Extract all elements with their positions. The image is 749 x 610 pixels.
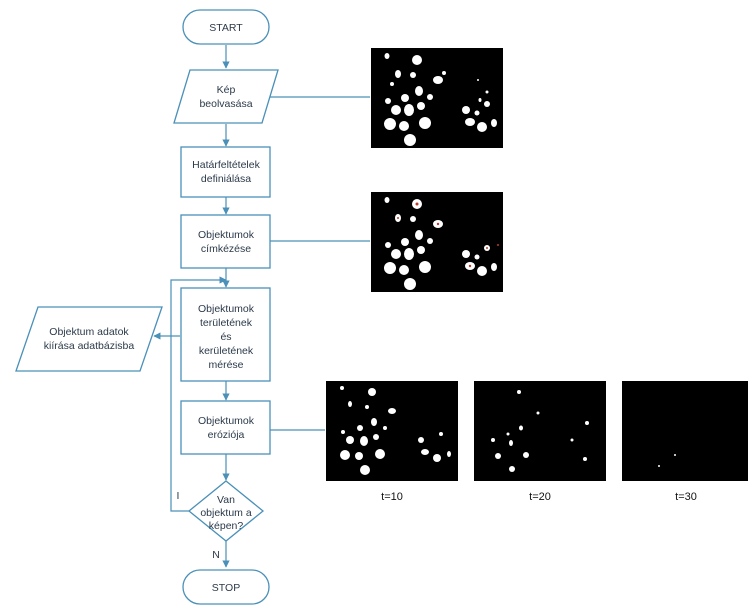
- decision-label-3: képen?: [209, 520, 244, 532]
- measure-label-1: Objektumok: [198, 303, 255, 315]
- measure-label-2: területének: [200, 317, 253, 329]
- read-image-label-1: Kép: [217, 84, 236, 96]
- decision-label-2: objektum a: [200, 507, 252, 519]
- binary-image-t10: [326, 381, 458, 481]
- output-label-1: Objektum adatok: [49, 326, 129, 338]
- boundary-label-2: definiálása: [201, 173, 251, 185]
- measure-node: Objektumok területének és kerületének mé…: [180, 287, 271, 382]
- stop-label: STOP: [212, 582, 240, 594]
- caption-t20: t=20: [529, 491, 551, 503]
- output-node: Objektum adatok kiírása adatbázisba: [15, 306, 163, 372]
- binary-image-t30: [622, 381, 748, 481]
- start-node: START: [182, 9, 270, 45]
- caption-t30: t=30: [675, 491, 697, 503]
- erosion-label-2: eróziója: [208, 429, 245, 441]
- labeling-label-2: címkézése: [201, 243, 251, 255]
- no-label: N: [212, 549, 220, 561]
- boundary-label-1: Határfeltételek: [192, 159, 260, 171]
- decision-node: Van objektum a képen?: [187, 480, 265, 542]
- measure-label-3: és: [220, 331, 231, 343]
- decision-label-1: Van: [217, 494, 235, 506]
- binary-image-t20: [474, 381, 606, 481]
- read-image-node: Kép beolvasása: [173, 69, 279, 124]
- read-image-label-2: beolvasása: [199, 98, 252, 110]
- labeling-label-1: Objektumok: [198, 229, 255, 241]
- caption-t10: t=10: [381, 491, 403, 503]
- labeling-node: Objektumok címkézése: [180, 214, 271, 269]
- binary-image-labeled: [371, 192, 503, 292]
- binary-image-original: [371, 48, 503, 148]
- output-label-2: kiírása adatbázisba: [44, 340, 135, 352]
- erosion-node: Objektumok eróziója: [180, 400, 271, 455]
- start-label: START: [209, 22, 243, 34]
- yes-label: I: [177, 490, 180, 502]
- edge-loop-yes: [170, 276, 227, 512]
- measure-label-4: kerületének: [199, 345, 254, 357]
- erosion-label-1: Objektumok: [198, 415, 255, 427]
- measure-label-5: mérése: [208, 359, 243, 371]
- stop-node: STOP: [182, 569, 270, 605]
- boundary-node: Határfeltételek definiálása: [180, 146, 271, 198]
